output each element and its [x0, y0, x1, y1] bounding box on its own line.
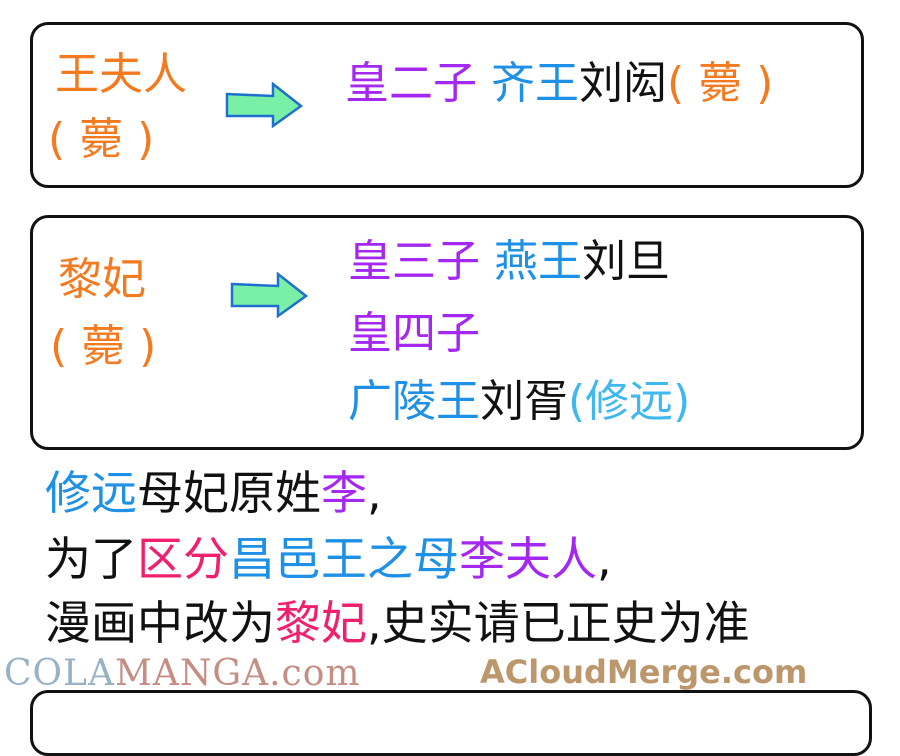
- watermark-text: COLA: [4, 653, 115, 694]
- text-segment: ,: [367, 466, 382, 520]
- text-segment: 刘旦: [582, 236, 670, 287]
- box-next-cutoff: [30, 690, 872, 756]
- text-segment: 燕王: [494, 236, 582, 287]
- son-line: 广陵王刘胥(修远): [348, 380, 690, 424]
- text-segment: ( 薨 ): [667, 58, 774, 109]
- note-line: 为了区分昌邑王之母李夫人,: [45, 536, 612, 582]
- text-segment: 李夫人: [459, 532, 597, 586]
- box-wang-furen: [30, 22, 864, 188]
- text-segment: ,史实请已正史为准: [367, 596, 750, 650]
- status-deceased: ( 薨 ): [50, 321, 157, 372]
- text-segment: (修远): [568, 376, 691, 427]
- mother-name: 黎妃: [58, 254, 146, 305]
- watermark-colamanga: COLAMANGA.com: [4, 656, 361, 692]
- text-segment: 母妃原姓: [137, 466, 321, 520]
- note-line: 漫画中改为黎妃,史实请已正史为准: [45, 600, 750, 646]
- son-line: 皇四子: [348, 312, 480, 356]
- text-segment: 修远: [45, 466, 137, 520]
- text-segment: 刘闳: [579, 58, 667, 109]
- text-segment: 皇三子: [348, 236, 494, 287]
- son-line: 皇二子 齐王刘闳( 薨 ): [345, 62, 773, 106]
- box-li-fei: [30, 215, 864, 450]
- text-segment: 皇四子: [348, 308, 480, 359]
- text-segment: 广陵王: [348, 376, 480, 427]
- mother-name: 王夫人: [55, 49, 187, 100]
- status-deceased: ( 薨 ): [48, 114, 155, 165]
- arrow-right-icon: [225, 82, 304, 128]
- text-segment: 昌邑王之母: [229, 532, 459, 586]
- text-segment: 刘胥: [480, 376, 568, 427]
- watermark-acloudmerge: ACloudMerge.com: [480, 653, 808, 691]
- watermark-text: MANGA.com: [114, 653, 361, 694]
- text-segment: 齐王: [491, 58, 579, 109]
- son-line: 皇三子 燕王刘旦: [348, 240, 670, 284]
- note-line: 修远母妃原姓李,: [45, 470, 382, 516]
- text-segment: 黎妃: [275, 596, 367, 650]
- text-segment: 皇二子: [345, 58, 491, 109]
- text-segment: 区分: [137, 532, 229, 586]
- arrow-right-icon: [230, 272, 309, 318]
- text-segment: 漫画中改为: [45, 596, 275, 650]
- text-segment: ,: [597, 532, 612, 586]
- text-segment: 李: [321, 466, 367, 520]
- text-segment: 为了: [45, 532, 137, 586]
